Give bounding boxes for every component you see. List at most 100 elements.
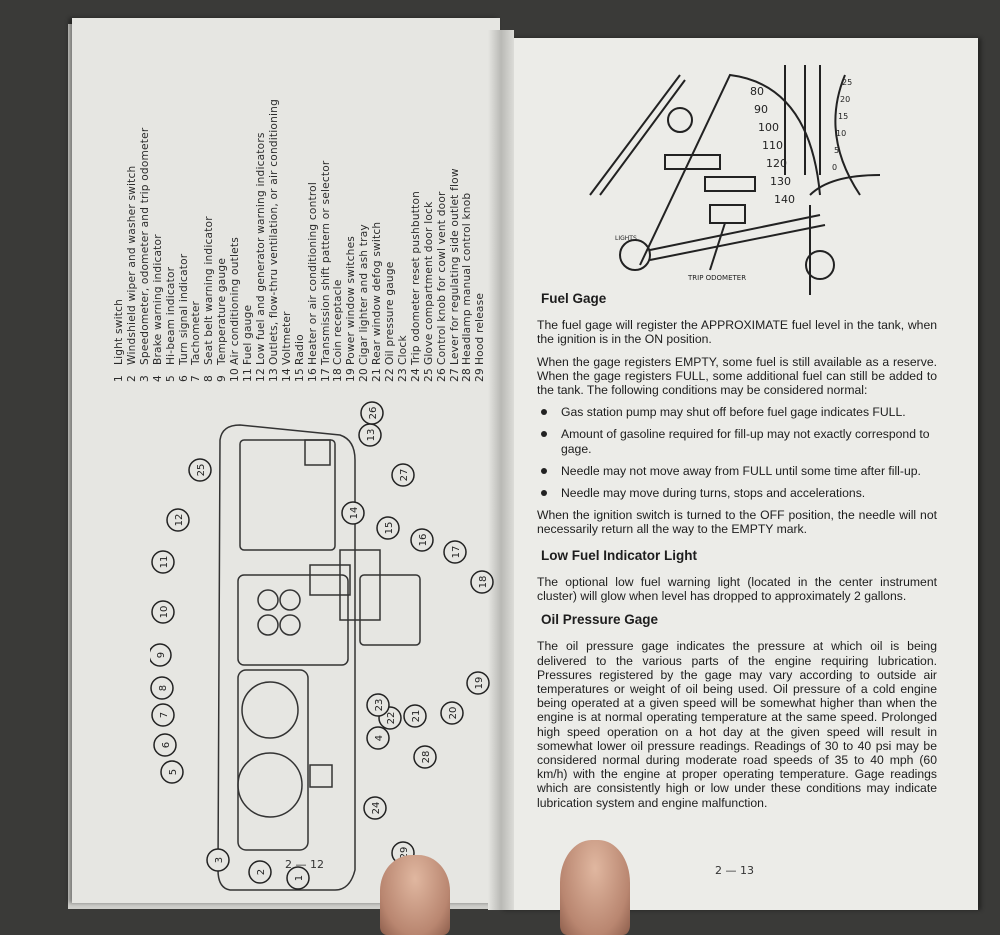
legend-number: 28 [461,368,474,382]
legend-item: 9Temperature gauge [216,2,229,382]
callout-25: 25 [188,458,212,482]
legend-item: 19Power window switches [345,2,358,382]
legend-text: Coin receptacle [332,279,345,365]
callout-number: 20 [448,707,459,720]
gauge-mark: 20 [840,95,850,104]
callout-27: 27 [391,463,415,487]
callout-20: 20 [440,701,464,725]
legend-number: 20 [358,368,371,382]
legend-number: 14 [280,368,293,382]
list-item: Amount of gasoline required for fill-up … [537,427,937,456]
legend-item: 11 Fuel gauge [242,2,255,382]
legend-text: Power window switches [345,235,358,365]
legend-text: Brake warning indicator [151,234,164,365]
low-fuel-heading: Low Fuel Indicator Light [541,547,697,563]
finger [560,840,630,935]
instrument-panel-diagram: 1234567891011121314151617181920212223242… [150,401,494,891]
legend-number: 23 [396,368,409,382]
callout-number: 10 [159,606,170,619]
legend-text: Control knob for cowl vent door [435,191,448,365]
callout-26: 26 [360,401,384,425]
list-item: Gas station pump may shut off before fue… [537,405,937,419]
oil-pressure-paragraph: The oil pressure gage indicates the pres… [537,639,937,810]
callout-1: 1 [286,866,310,890]
callout-16: 16 [410,528,434,552]
callout-18: 18 [470,570,494,594]
callout-number: 1 [294,875,305,881]
legend-number: 1 [113,375,125,382]
callout-circle [410,528,434,552]
legend-text: Fuel gauge [242,304,255,365]
legend-text: Windshield wiper and washer switch [125,165,138,365]
callout-number: 3 [214,857,225,863]
callout-5: 5 [160,760,184,784]
legend-number: 18 [332,368,345,382]
list-item: Needle may not move away from FULL until… [537,464,937,478]
callout-circle [363,796,387,820]
callout-circle [470,570,494,594]
callout-number: 8 [158,685,169,691]
callout-circle [403,704,427,728]
callout-circle [391,463,415,487]
callout-17: 17 [443,540,467,564]
legend-item: 4Brake warning indicator [152,2,165,382]
callout-8: 8 [150,676,174,700]
legend-number: 2 [125,375,138,382]
legend-number: 8 [203,375,216,382]
callout-number: 13 [366,429,377,442]
legend-text: Low fuel and generator warning indicator… [254,132,267,365]
legend-text: Voltmeter [280,311,293,365]
legend-number: 10 [229,368,242,382]
callout-circle [151,550,175,574]
legend-text: Headlamp manual control knob [461,192,474,365]
callout-number: 21 [411,710,422,723]
callout-circle [286,866,310,890]
callout-24: 24 [363,796,387,820]
legend-item: 24Trip odometer reset pushbutton [410,2,423,382]
right-page [500,38,978,910]
callout-circle [413,745,437,769]
legend-text: Temperature gauge [216,257,229,365]
page-number-right: 2 — 13 [715,864,754,877]
legend-number: 21 [371,368,384,382]
fuel-gage-paragraph-1: The fuel gage will register the APPROXIM… [537,318,937,347]
legend-number: 15 [293,368,306,382]
legend-number: 11 [242,368,255,382]
callout-11: 11 [151,550,175,574]
legend-item: 5Hi-beam indicator [165,2,178,382]
callout-circle [440,701,464,725]
callout-circle [360,401,384,425]
callout-circle [151,600,175,624]
callout-12: 12 [166,508,190,532]
callout-number: 2 [256,869,267,875]
callout-number: 29 [399,847,410,860]
legend-number: 13 [267,368,280,382]
legend-text: Transmission shift pattern or selector [319,160,332,365]
legend-item: 17Transmission shift pattern or selector [320,2,333,382]
legend-text: Seat belt warning indicator [203,216,216,365]
trip-odometer-text: TRIP ODOMETER [687,274,746,282]
legend-item: 26 Control knob for cowl vent door [436,2,449,382]
thumb [380,855,450,935]
callout-10: 10 [151,600,175,624]
legend-number: 3 [138,375,151,382]
legend-item: 27Lever for regulating side outlet flow [449,2,462,382]
legend-number: 24 [409,368,422,382]
callout-9: 9 [150,643,172,667]
legend-item: 7Tachometer [190,2,203,382]
legend-item: 6Turn signal indicator [178,2,191,382]
legend-item: 21Rear window defog switch [371,2,384,382]
callout-number: 16 [418,534,429,547]
legend-number: 26 [435,368,448,382]
legend-item: 25Glove compartment door lock [423,2,436,382]
callout-number: 27 [399,469,410,482]
gauge-mark: 10 [836,129,846,138]
legend-text: Hood release [474,292,487,365]
callout-number: 26 [368,407,379,420]
trip-odometer-label: TRIP ODOMETER [687,274,746,282]
callout-circle [341,501,365,525]
callout-number: 11 [159,556,170,569]
speedometer-mark: 120 [766,157,787,170]
